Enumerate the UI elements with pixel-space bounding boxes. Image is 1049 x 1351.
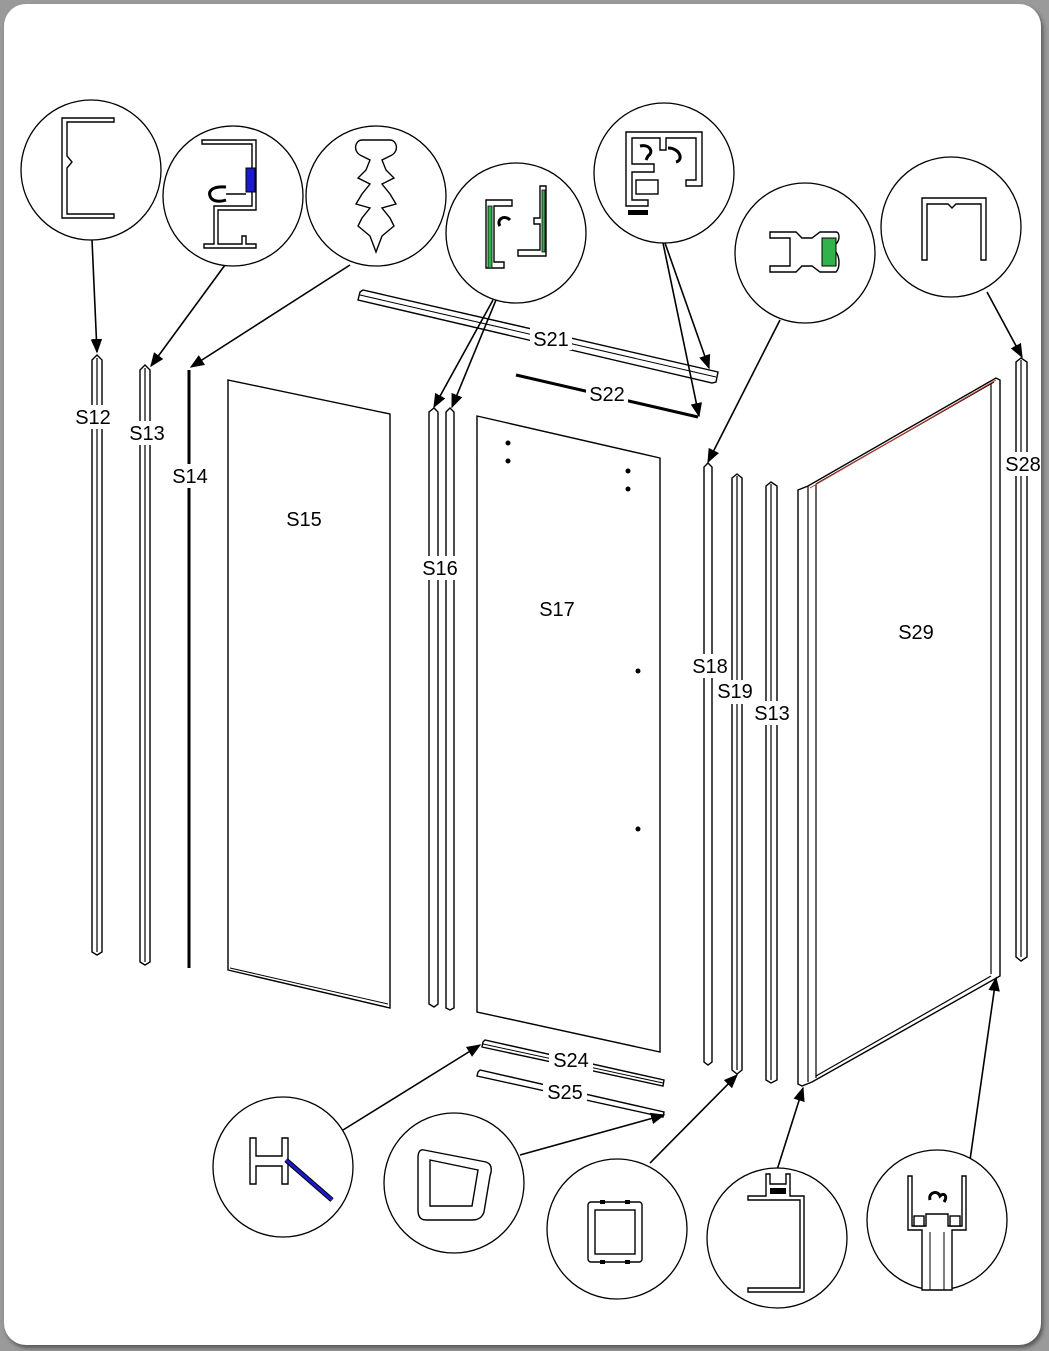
detail-bubble-s29 [866,1149,1008,1291]
panel-s15 [227,379,391,1009]
detail-bubble-s19 [546,1158,688,1300]
detail-bubble-s21-s22 [593,102,735,244]
label-s16: S16 [422,558,458,580]
label-s17: S17 [539,599,575,621]
part-labels: S12 S13 S14 S15 S16 S17 S18 S19 S13 S21 … [73,326,1041,1104]
diagram-sheet: S12 S13 S14 S15 S16 S17 S18 S19 S13 S21 … [4,4,1041,1345]
exploded-view-diagram: S12 S13 S14 S15 S16 S17 S18 S19 S13 S21 … [20,99,1041,1309]
label-s19: S19 [717,681,753,703]
detail-bubble-s13-bottom [706,1167,848,1309]
profile-s13-left [139,364,151,966]
detail-bubble-s12 [20,99,162,241]
detail-bubble-s16 [445,162,587,304]
label-s28: S28 [1005,454,1041,476]
detail-bubble-s14 [305,125,447,267]
detail-bubble-s28 [880,156,1022,298]
label-s13-left: S13 [129,423,165,445]
label-s24: S24 [553,1050,589,1072]
label-s25: S25 [547,1082,583,1104]
door-s29 [797,377,1001,1087]
panel-s17 [476,415,661,1053]
label-s14: S14 [172,466,208,488]
label-s21: S21 [533,329,569,351]
profile-s28 [1015,357,1028,962]
detail-bubble-s18 [734,182,876,324]
label-s12: S12 [75,407,111,429]
profile-s13-right [765,481,778,1084]
label-s13-right: S13 [754,703,790,725]
profile-s12 [91,354,103,956]
detail-bubble-s13 [162,125,304,267]
leader-lines [90,239,1023,1171]
label-s29: S29 [898,622,934,644]
detail-bubble-s25 [383,1112,525,1254]
detail-bubble-s24 [212,1096,354,1238]
label-s18: S18 [692,656,728,678]
profile-s16 [428,407,455,1011]
profile-s18 [703,462,713,1066]
label-s15: S15 [286,509,322,531]
profile-s19 [731,473,743,1075]
label-s22: S22 [589,384,625,406]
